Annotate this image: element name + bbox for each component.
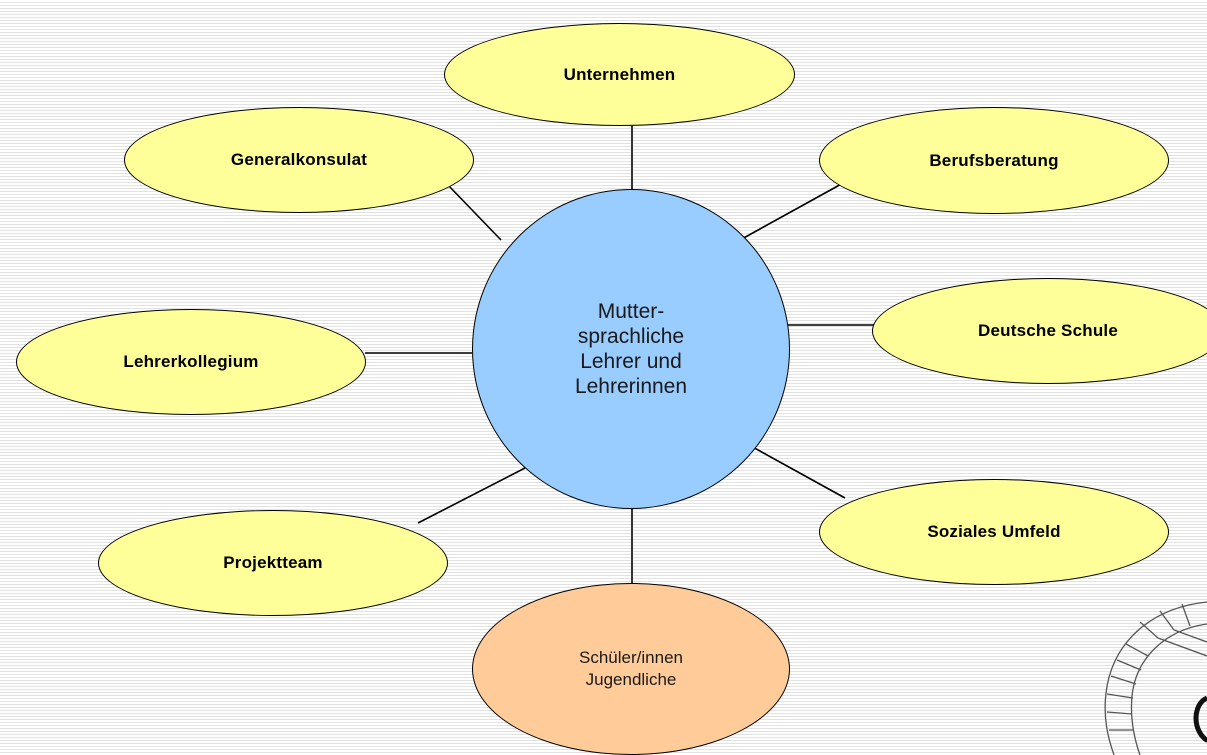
- node-deutsche-schule-label: Deutsche Schule: [978, 321, 1118, 340]
- node-soziales-umfeld-label: Soziales Umfeld: [927, 522, 1061, 541]
- node-lehrerkollegium-label: Lehrerkollegium: [123, 352, 259, 371]
- node-berufsberatung: Berufsberatung: [819, 107, 1169, 214]
- connector-berufsberatung: [739, 181, 846, 241]
- node-schueler: Schüler/innen Jugendliche: [472, 583, 790, 755]
- node-soziales-umfeld: Soziales Umfeld: [819, 479, 1169, 585]
- decorative-wheel-logo: [1104, 601, 1207, 755]
- connector-projektteam: [417, 467, 526, 524]
- node-generalkonsulat-label: Generalkonsulat: [230, 150, 368, 169]
- node-center: Mutter- sprachliche Lehrer und Lehrerinn…: [472, 189, 790, 509]
- connector-generalkonsulat: [446, 183, 502, 241]
- node-berufsberatung-label: Berufsberatung: [929, 150, 1059, 170]
- node-generalkonsulat: Generalkonsulat: [124, 107, 474, 213]
- connector-soziales-umfeld: [739, 439, 846, 499]
- node-projektteam-label: Projektteam: [223, 553, 323, 572]
- node-center-label: Mutter- sprachliche Lehrer und Lehrerinn…: [574, 299, 688, 399]
- node-projektteam: Projektteam: [98, 510, 448, 616]
- node-unternehmen-label: Unternehmen: [563, 64, 676, 84]
- node-deutsche-schule: Deutsche Schule: [872, 278, 1207, 384]
- node-lehrerkollegium: Lehrerkollegium: [16, 309, 366, 415]
- node-schueler-label: Schüler/innen Jugendliche: [579, 647, 683, 689]
- node-unternehmen: Unternehmen: [444, 23, 795, 126]
